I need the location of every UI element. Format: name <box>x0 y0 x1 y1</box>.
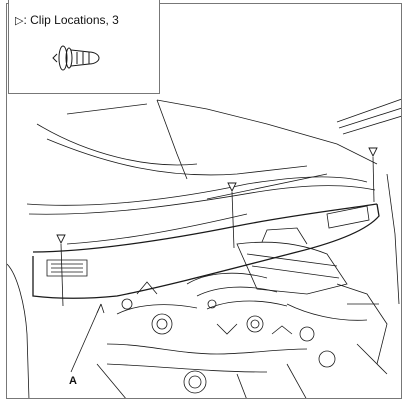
clip-marker-icon <box>56 234 66 245</box>
clip-marker-icon <box>368 147 378 158</box>
engine-bay-illustration <box>7 98 401 398</box>
triangle-marker-icon: ▷ <box>15 14 24 27</box>
clip-marker-icon <box>227 182 237 193</box>
push-clip-icon <box>52 45 100 71</box>
part-label-a: A <box>69 375 77 387</box>
legend-caption: ▷: Clip Locations, 3 <box>15 13 119 27</box>
legend-box: ▷: Clip Locations, 3 <box>8 0 160 94</box>
legend-text: : Clip Locations, 3 <box>23 13 119 27</box>
